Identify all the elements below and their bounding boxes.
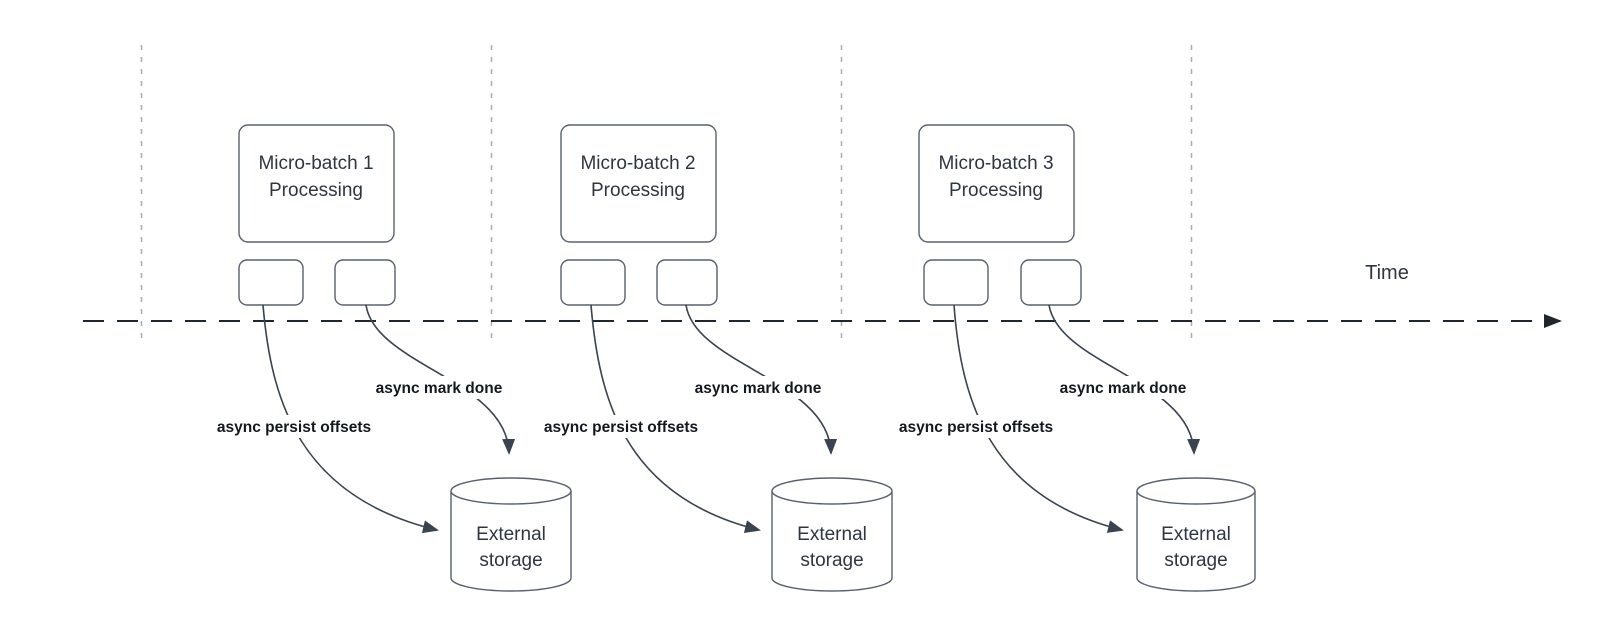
- external-storage-cylinder: External storage: [450, 477, 572, 592]
- persist-offsets-label: async persist offsets: [217, 419, 371, 436]
- mark-done-label-bg: [363, 376, 515, 399]
- commit-node-right: [334, 259, 396, 306]
- mark-done-label: async mark done: [376, 380, 503, 397]
- cylinder-body: [771, 491, 893, 592]
- storage-label-line1: External: [476, 524, 546, 545]
- persist-label-bg: [531, 415, 711, 438]
- interval-guides: [140, 45, 1193, 340]
- persist-offsets-arrow: [590, 304, 761, 533]
- external-storage-cylinder: External storage: [1136, 477, 1256, 592]
- mark-done-label: async mark done: [1060, 380, 1187, 397]
- mark-done-label-bg: [682, 376, 834, 399]
- mark-done-label-bg: [1047, 376, 1199, 399]
- cylinder-top: [771, 477, 893, 505]
- mark-done-label: async mark done: [695, 380, 822, 397]
- processing-box-title-line2: Processing: [269, 180, 363, 201]
- processing-box-title-line1: Micro-batch 1: [258, 153, 373, 174]
- time-axis-label: Time: [1365, 262, 1409, 284]
- offset-node-left: [560, 259, 626, 306]
- persist-label-bg: [204, 415, 384, 438]
- microbatch-group-2: Micro-batch 2 Processing async persist o…: [531, 124, 893, 592]
- processing-box-title-line2: Processing: [591, 180, 685, 201]
- mark-done-arrow: [685, 304, 838, 455]
- cylinder-body: [1136, 491, 1256, 592]
- persist-label-bg: [886, 415, 1066, 438]
- commit-node-right: [656, 259, 718, 306]
- processing-box: [918, 124, 1075, 243]
- persist-offsets-label: async persist offsets: [899, 419, 1053, 436]
- offset-node-left: [923, 259, 989, 306]
- cylinder-body: [450, 491, 572, 592]
- commit-node-right: [1020, 259, 1082, 306]
- processing-box: [560, 124, 717, 243]
- mark-done-arrow: [365, 304, 516, 455]
- storage-label-line1: External: [1161, 524, 1231, 545]
- processing-box-title-line2: Processing: [949, 180, 1043, 201]
- processing-box: [238, 124, 395, 243]
- cylinder-top: [450, 477, 572, 505]
- mark-done-arrow: [1048, 304, 1201, 455]
- persist-offsets-label: async persist offsets: [544, 419, 698, 436]
- persist-offsets-arrow: [953, 304, 1124, 533]
- persist-offsets-arrow: [262, 304, 439, 534]
- microbatch-group-1: Micro-batch 1 Processing async persist o…: [204, 124, 572, 592]
- microbatch-group-3: Micro-batch 3 Processing async persist o…: [886, 124, 1256, 592]
- processing-box-title-line1: Micro-batch 2: [580, 153, 695, 174]
- cylinder-top: [1136, 477, 1256, 505]
- offset-node-left: [238, 259, 304, 306]
- time-axis: Time: [83, 262, 1562, 328]
- storage-label-line2: storage: [479, 550, 542, 571]
- external-storage-cylinder: External storage: [771, 477, 893, 592]
- storage-label-line2: storage: [1164, 550, 1227, 571]
- storage-label-line1: External: [797, 524, 867, 545]
- processing-box-title-line1: Micro-batch 3: [938, 153, 1053, 174]
- storage-label-line2: storage: [800, 550, 863, 571]
